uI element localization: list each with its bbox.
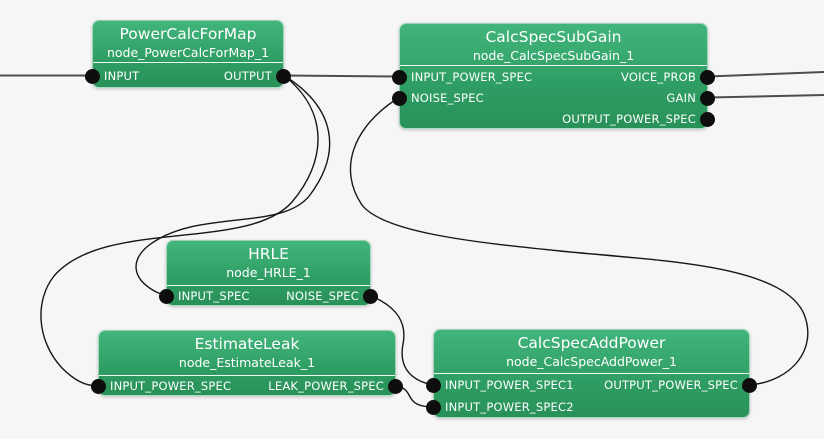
port-row: INPUT_POWER_SPEC2 [434, 396, 749, 418]
wire-node_PowerCalcForMap_1.OUTPUT--node_HRLE_1.INPUT_SPEC[interactable] [135, 74, 331, 297]
output-port-label: LEAK_POWER_SPEC [268, 379, 384, 393]
wire-node_PowerCalcForMap_1.OUTPUT--node_CalcSpecSubGain_1.INPUT_POWER_SPEC[interactable] [283, 74, 400, 78]
port-node_HRLE_1-NOISE_SPEC[interactable] [363, 289, 378, 304]
port-row: NOISE_SPEC GAIN [400, 87, 707, 108]
wire-node_CalcSpecSubGain_1.VOICE_PROB--canvas-right-edge[interactable] [707, 71, 824, 78]
node-subtitle: node_CalcSpecSubGain_1 [472, 47, 635, 63]
output-port-label: OUTPUT [223, 68, 272, 83]
output-port-label: OUTPUT_POWER_SPEC [562, 111, 696, 126]
node-subtitle: node_CalcSpecAddPower_1 [506, 353, 677, 369]
port-node_CalcSpecAddPower_1-INPUT_POWER_SPEC2[interactable] [426, 400, 441, 415]
port-node_CalcSpecSubGain_1-INPUT_POWER_SPEC[interactable] [392, 69, 407, 85]
node-title: EstimateLeak [194, 335, 300, 353]
node-subtitle: node_PowerCalcForMap_1 [106, 44, 270, 60]
port-node_PowerCalcForMap_1-OUTPUT[interactable] [276, 68, 291, 84]
input-port-label: INPUT_POWER_SPEC [110, 379, 232, 393]
input-port-label: INPUT_POWER_SPEC1 [445, 378, 574, 392]
output-port-label: VOICE_PROB [620, 69, 696, 84]
port-node_CalcSpecAddPower_1-INPUT_POWER_SPEC1[interactable] [426, 378, 441, 393]
port-node_EstimateLeak_1-INPUT_POWER_SPEC[interactable] [91, 379, 106, 394]
wire-node_CalcSpecSubGain_1.GAIN--canvas-right-edge[interactable] [707, 94, 824, 99]
port-node_EstimateLeak_1-LEAK_POWER_SPEC[interactable] [388, 379, 403, 394]
port-node_CalcSpecAddPower_1-OUTPUT_POWER_SPEC[interactable] [742, 378, 757, 393]
port-row: INPUT OUTPUT [93, 63, 283, 88]
node-subtitle: node_HRLE_1 [226, 264, 311, 280]
output-port-label: NOISE_SPEC [286, 289, 359, 303]
port-node_CalcSpecSubGain_1-NOISE_SPEC[interactable] [392, 90, 407, 106]
node-title: CalcSpecSubGain [485, 28, 622, 46]
input-port-label: INPUT_POWER_SPEC2 [445, 400, 574, 414]
input-port-label: INPUT_POWER_SPEC [411, 69, 533, 84]
node-subtitle: node_EstimateLeak_1 [178, 354, 316, 370]
port-node_CalcSpecSubGain_1-VOICE_PROB[interactable] [700, 69, 715, 85]
port-row: INPUT_POWER_SPEC VOICE_PROB [400, 66, 707, 87]
input-port-label: INPUT [104, 68, 140, 83]
node-title: CalcSpecAddPower [517, 334, 666, 352]
port-node_CalcSpecSubGain_1-OUTPUT_POWER_SPEC[interactable] [700, 111, 715, 127]
port-row: OUTPUT_POWER_SPEC [400, 108, 707, 129]
input-port-label: INPUT_SPEC [178, 289, 250, 303]
node-title: PowerCalcForMap [119, 25, 257, 43]
node-title: HRLE [248, 245, 289, 263]
port-node_CalcSpecSubGain_1-GAIN[interactable] [700, 90, 715, 106]
output-port-label: GAIN [666, 90, 696, 105]
wire-node_HRLE_1.NOISE_SPEC--node_CalcSpecAddPower_1.INPUT_POWER_SPEC1[interactable] [370, 295, 434, 386]
port-node_HRLE_1-INPUT_SPEC[interactable] [159, 289, 174, 304]
port-row: INPUT_POWER_SPEC1 OUTPUT_POWER_SPEC [434, 374, 749, 396]
wire-node_PowerCalcForMap_1.OUTPUT--node_EstimateLeak_1.INPUT_POWER_SPEC[interactable] [40, 74, 319, 387]
output-port-label: OUTPUT_POWER_SPEC [604, 378, 738, 392]
port-row: INPUT_POWER_SPEC LEAK_POWER_SPEC [99, 376, 395, 396]
port-row: INPUT_SPEC NOISE_SPEC [167, 286, 370, 306]
wire-node_CalcSpecAddPower_1.OUTPUT_POWER_SPEC--node_CalcSpecSubGain_1.NOISE_SPEC[interactable] [349, 96, 809, 386]
input-port-label: NOISE_SPEC [411, 90, 484, 105]
port-node_PowerCalcForMap_1-INPUT[interactable] [85, 68, 100, 84]
